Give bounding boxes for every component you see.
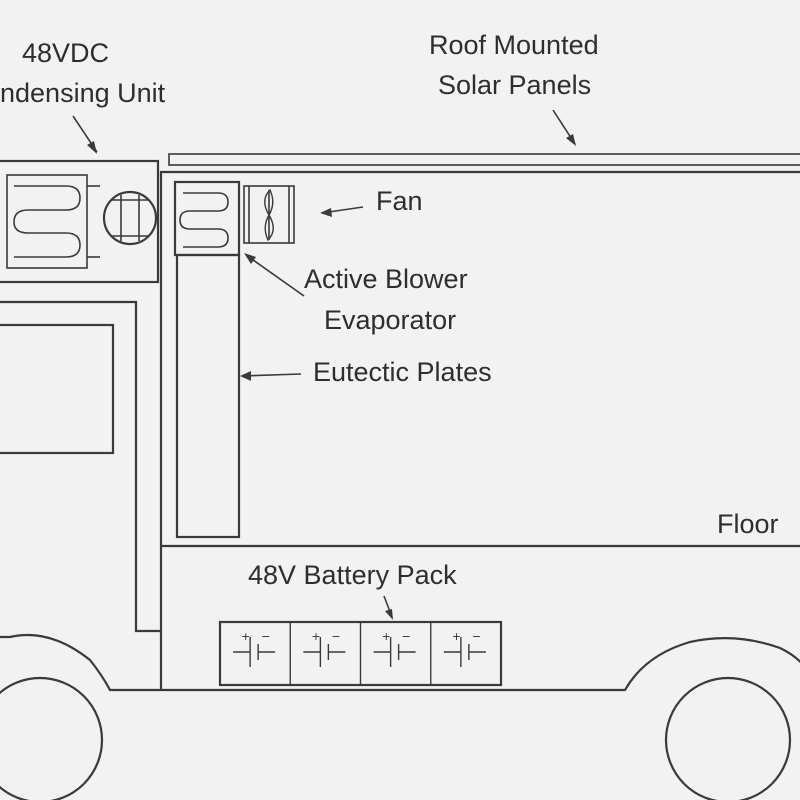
battery-plus-sign: + bbox=[311, 630, 320, 643]
battery-minus-sign: − bbox=[402, 630, 411, 643]
eutectic-plates-arrow bbox=[240, 371, 302, 381]
battery-minus-sign: − bbox=[261, 630, 270, 643]
battery-pack-arrow bbox=[383, 595, 393, 620]
front-wheel bbox=[0, 676, 104, 800]
evaporator-label-line1: Active Blower bbox=[304, 264, 468, 294]
solar-panels-label-line1: Roof Mounted bbox=[429, 30, 599, 60]
condensing-unit-label-line2: ndensing Unit bbox=[0, 78, 166, 108]
battery-plus-sign: + bbox=[241, 630, 250, 643]
condensing-unit bbox=[0, 159, 160, 284]
solar-panel-strip bbox=[168, 153, 800, 166]
battery-cells: +−+−+−+− bbox=[233, 622, 486, 685]
condensing-unit-label-line1: 48VDC bbox=[22, 38, 109, 68]
evaporator-label-line2: Evaporator bbox=[324, 305, 456, 335]
battery-minus-sign: − bbox=[472, 630, 481, 643]
battery-cell: +− bbox=[430, 622, 486, 685]
cargo-box-outline bbox=[159, 170, 800, 690]
evaporator-arrow bbox=[244, 253, 305, 297]
battery-cell: +− bbox=[233, 630, 276, 667]
compressor-icon bbox=[102, 190, 158, 246]
fan-label: Fan bbox=[376, 186, 423, 216]
cab-window bbox=[0, 323, 115, 455]
floor-label: Floor bbox=[717, 509, 779, 539]
fan-icon bbox=[243, 185, 295, 244]
battery-cell: +− bbox=[289, 622, 346, 685]
fan-arrow bbox=[320, 206, 364, 217]
chassis-outline bbox=[0, 633, 800, 692]
solar-panels-arrow bbox=[552, 109, 576, 146]
evaporator-coil bbox=[173, 180, 241, 257]
truck-cab-outline bbox=[0, 300, 161, 633]
battery-plus-sign: + bbox=[382, 630, 391, 643]
eutectic-plate bbox=[175, 253, 241, 539]
eutectic-plates-label: Eutectic Plates bbox=[313, 357, 492, 387]
solar-panels-label-line2: Solar Panels bbox=[438, 70, 591, 100]
battery-cell: +− bbox=[359, 622, 416, 685]
battery-plus-sign: + bbox=[452, 630, 461, 643]
battery-pack-label: 48V Battery Pack bbox=[248, 560, 457, 590]
battery-minus-sign: − bbox=[331, 630, 340, 643]
condensing-unit-arrow bbox=[72, 115, 98, 154]
rear-wheel bbox=[664, 676, 792, 800]
